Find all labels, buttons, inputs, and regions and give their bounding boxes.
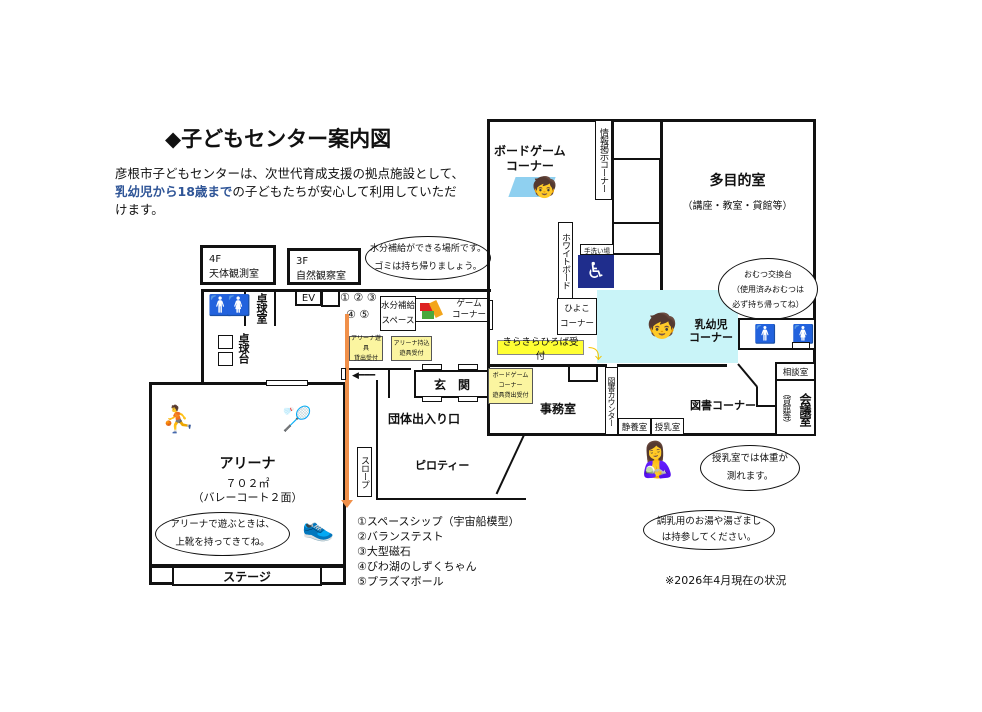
elevator[interactable]: EV bbox=[295, 290, 322, 306]
arena-area: ７０２㎡ bbox=[225, 477, 270, 490]
shoes-icon: 👟 bbox=[302, 513, 335, 543]
multipurpose-room: 多目的室 bbox=[709, 173, 766, 189]
female-toilet-icon: 🚺 bbox=[792, 324, 815, 345]
arena: ⛹ 🏸 アリーナ ７０２㎡ （バレーコート２面） アリーナで遊ぶときは、上靴を持… bbox=[149, 382, 346, 567]
board-game-rental-desk: ボードゲームコーナー遊具貸出受付 bbox=[488, 368, 533, 404]
door bbox=[341, 368, 346, 380]
library-counter: 図書カウンター bbox=[605, 367, 618, 435]
arena-door bbox=[266, 380, 308, 386]
exhibit-item: ②バランステスト bbox=[357, 530, 444, 543]
wall bbox=[244, 291, 246, 326]
library-corner: 図書コーナー bbox=[690, 399, 756, 412]
handwash: 手洗い場 bbox=[580, 244, 614, 255]
hiyoko-corner: ひよこコーナー bbox=[557, 298, 597, 335]
wheelchair-toilet-icon: ♿ bbox=[578, 255, 614, 288]
restrooms: 🚹 🚺 bbox=[738, 318, 816, 350]
office: 事務室 bbox=[540, 402, 577, 416]
badminton-girl-illustration: 🏸 bbox=[282, 405, 312, 433]
wall bbox=[756, 405, 776, 407]
door bbox=[422, 364, 442, 370]
info-board-corner: 情報掲示コーナー bbox=[595, 120, 612, 200]
column bbox=[612, 222, 661, 255]
milk-bubble: 調乳用のお湯や湯ざましは持参してください。 bbox=[643, 510, 775, 550]
wall bbox=[201, 289, 204, 384]
wall bbox=[388, 368, 390, 398]
door bbox=[422, 396, 442, 402]
intro-text: 彦根市子どもセンターは、次世代育成支援の拠点施設として、 乳幼児から18歳までの… bbox=[115, 166, 465, 217]
page-title: ◆子どもセンター案内図 bbox=[165, 127, 392, 151]
arrow-down-icon: ⤵ bbox=[588, 347, 602, 363]
children-illustration: 🧒 bbox=[532, 175, 557, 199]
whiteboard: ホワイトボード bbox=[558, 222, 573, 300]
wall bbox=[274, 291, 276, 326]
exhibit-list: ①スペースシップ（宇宙船模型） ②バランステスト ③大型磁石 ④びわ湖のしずくち… bbox=[357, 514, 520, 589]
mother-baby-illustration: 🤱 bbox=[635, 440, 678, 480]
wall bbox=[376, 498, 526, 500]
female-toilet-icon: 🚺 bbox=[226, 293, 251, 317]
arena-bubble: アリーナで遊ぶときは、上靴を持ってきてね。 bbox=[155, 512, 290, 556]
diaper-bubble: おむつ交換台（使用済みおむつは必ず持ち帰ってね） bbox=[718, 258, 818, 320]
water-space: 水分補給スペース bbox=[380, 296, 416, 331]
ping-pong-table bbox=[218, 335, 233, 349]
exhibit-item: ①スペースシップ（宇宙船模型） bbox=[357, 515, 520, 528]
meeting-room: （貸館等） 会議室 bbox=[775, 379, 816, 436]
arena-title: アリーナ bbox=[219, 456, 276, 472]
arena-rental-desk: アリーナ遊具貸出受付 bbox=[349, 334, 383, 362]
basketball-kids-illustration: ⛹ bbox=[162, 405, 195, 435]
slope-line bbox=[345, 314, 349, 504]
entrance: 玄 関 bbox=[414, 370, 490, 398]
infant-corner: 🧒 乳幼児コーナー bbox=[597, 290, 738, 363]
rest-room: 静養室 bbox=[618, 418, 651, 435]
arena-bring-desk: アリーナ持込遊具受付 bbox=[391, 336, 432, 361]
wall bbox=[201, 289, 491, 292]
multipurpose-detail: （講座・教室・貸館等） bbox=[682, 201, 793, 212]
door bbox=[458, 396, 478, 402]
exhibit-item: ⑤プラズマボール bbox=[357, 575, 444, 588]
wall bbox=[487, 364, 607, 367]
column bbox=[612, 120, 662, 160]
door bbox=[458, 364, 478, 370]
age-highlight: 乳幼児から18歳まで bbox=[115, 184, 233, 199]
group-entrance: 団体出入り口 bbox=[388, 412, 461, 426]
nursing-room: 授乳室 bbox=[651, 418, 684, 435]
game-corner: ゲームコーナー bbox=[415, 298, 490, 322]
ping-pong-table bbox=[218, 352, 233, 366]
exhibit-markers-bottom: ④ ⑤ bbox=[346, 308, 370, 321]
wall bbox=[756, 387, 758, 407]
slope: スロープ bbox=[357, 447, 372, 497]
wall bbox=[660, 120, 663, 292]
kids-blocks-illustration: 🧒 bbox=[647, 312, 677, 340]
board-game-corner: ボードゲームコーナー bbox=[494, 144, 566, 173]
piloti: ピロティー bbox=[415, 459, 470, 472]
status-note: ※2026年4月現在の状況 bbox=[665, 574, 787, 587]
exhibit-item: ④びわ湖のしずくちゃん bbox=[357, 560, 477, 573]
diaper-table bbox=[792, 342, 810, 349]
office-storage bbox=[568, 365, 598, 382]
arrow-left-icon: ◀━━━ bbox=[352, 371, 376, 381]
nursing-bubble: 授乳室では体重が測れます。 bbox=[700, 445, 800, 491]
wall bbox=[495, 434, 525, 495]
arrow-down-icon bbox=[341, 500, 353, 508]
water-bubble: 水分補給ができる場所です。ゴミは持ち帰りましょう。 bbox=[365, 236, 491, 280]
wall bbox=[376, 380, 378, 500]
pillar bbox=[321, 290, 340, 307]
stage: ステージ bbox=[172, 566, 322, 586]
block-icon bbox=[422, 311, 434, 319]
male-toilet-icon: 🚹 bbox=[754, 324, 777, 345]
stage-row: ステージ bbox=[149, 565, 346, 586]
block-icon bbox=[420, 303, 434, 311]
male-toilet-icon: 🚹 bbox=[208, 293, 233, 317]
arena-courts: （バレーコート２面） bbox=[192, 491, 303, 504]
kirakira-reception: きらきらひろば受付 bbox=[497, 337, 584, 362]
exhibit-markers-top: ① ② ③ bbox=[340, 291, 377, 304]
column bbox=[612, 158, 661, 224]
wall bbox=[617, 364, 727, 367]
ping-pong-label: 卓球台 bbox=[237, 333, 250, 363]
exhibit-item: ③大型磁石 bbox=[357, 545, 411, 558]
table-tennis-room: 卓球室 bbox=[255, 293, 268, 323]
wall bbox=[349, 368, 411, 370]
